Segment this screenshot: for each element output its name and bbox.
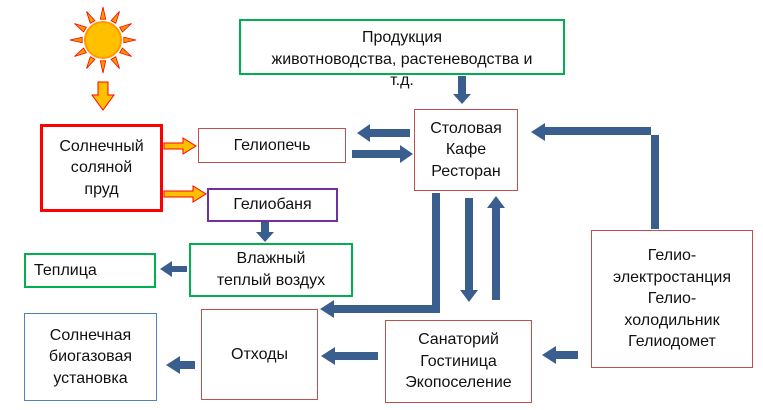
sun-rays: [69, 6, 137, 74]
humid-air-box: Влажный теплый воздух: [189, 243, 353, 297]
solar-oven-box: Гелиопечь: [198, 128, 346, 163]
sun-ray: [74, 47, 87, 57]
solar-oven-label: Гелиопечь: [233, 136, 311, 154]
biogas-label: Солнечная биогазовая установка: [48, 326, 133, 387]
orange-arrow-sun-to-pond: [91, 81, 115, 111]
sun-ray: [86, 56, 96, 69]
orange-arrow-icon: [91, 81, 207, 203]
sun-ray: [123, 36, 137, 44]
greenhouse-box: Теплица: [24, 253, 156, 288]
sun-ray: [86, 11, 96, 24]
sanatorium-box: Санаторий Гостиница Экопоселение: [385, 320, 532, 403]
arrow-helio-to-sanatorium: [542, 346, 578, 364]
arrow-sanatorium-to-canteen: [487, 196, 505, 300]
canteen-label: Столовая Кафе Ресторан: [430, 119, 502, 180]
sun-ray: [110, 56, 120, 69]
waste-box: Отходы: [201, 309, 318, 400]
sun-ray: [119, 47, 132, 57]
canteen-box: Столовая Кафе Ресторан: [414, 109, 518, 191]
sun-ray: [110, 11, 120, 24]
solar-pond-label: Солнечный соляной пруд: [59, 137, 144, 198]
sun-ray: [119, 23, 132, 33]
waste-label: Отходы: [231, 345, 288, 363]
sun-ray: [99, 6, 107, 20]
orange-arrow-pond-to-bath: [163, 185, 207, 203]
sun-core: [84, 21, 122, 59]
production-box: Продукция животноводства, растеневодства…: [239, 19, 565, 89]
solar-bath-label: Гелиобаня: [233, 196, 312, 214]
arrow-helio-to-canteen: [531, 123, 659, 229]
biogas-box: Солнечная биогазовая установка: [24, 313, 157, 401]
arrow-oven-to-canteen: [352, 145, 413, 163]
arrow-canteen-to-oven: [357, 124, 410, 142]
humid-air-label: Влажный теплый воздух: [216, 250, 326, 289]
solar-pond-box: Солнечный соляной пруд: [40, 124, 163, 212]
solar-bath-box: Гелиобаня: [207, 188, 338, 222]
sun-ray: [69, 36, 83, 44]
arrow-production-to-canteen: [453, 76, 471, 104]
helio-station-label: Гелио- электростанция Гелио- холодильник…: [613, 247, 731, 351]
sun-ray: [74, 23, 87, 33]
greenhouse-label: Теплица: [34, 261, 97, 279]
production-label: Продукция животноводства, растеневодства…: [271, 29, 533, 90]
blue-arrows: [160, 76, 659, 374]
arrow-humid-air-to-greenhouse: [160, 261, 187, 277]
orange-arrow-pond-to-oven: [163, 137, 197, 155]
arrow-canteen-to-waste: [320, 193, 440, 318]
sanatorium-label: Санаторий Гостиница Экопоселение: [405, 331, 512, 392]
arrow-bath-to-humid-air: [256, 222, 274, 242]
arrow-canteen-to-sanatorium: [460, 198, 478, 302]
arrow-waste-to-biogas: [166, 356, 195, 374]
sun-icon: [69, 6, 137, 74]
sun-ray: [99, 60, 107, 74]
arrow-sanatorium-to-waste: [321, 347, 378, 365]
helio-station-box: Гелио- электростанция Гелио- холодильник…: [591, 230, 753, 368]
